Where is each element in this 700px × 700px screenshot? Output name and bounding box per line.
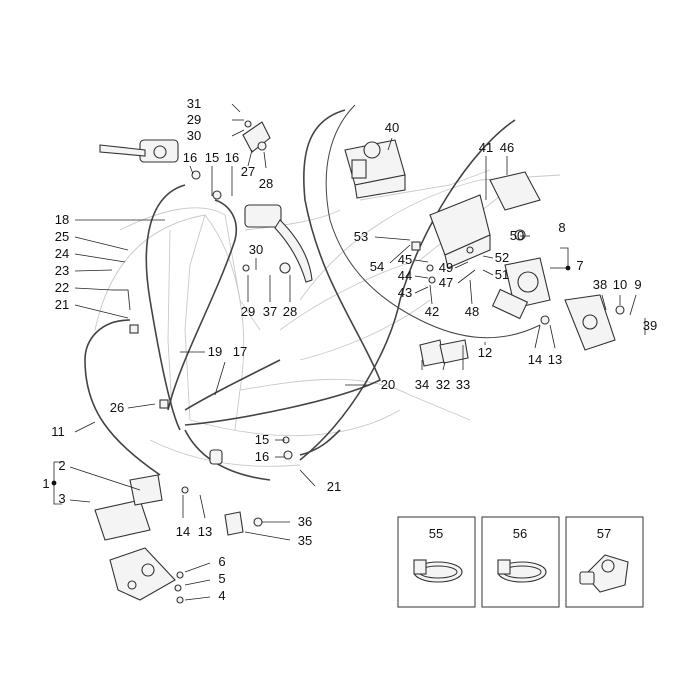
callout-number: 10	[613, 277, 627, 292]
callout-number: 3	[58, 491, 65, 506]
callout-number: 48	[465, 304, 479, 319]
inset-number-55: 55	[429, 526, 443, 541]
callout-number: 37	[263, 304, 277, 319]
small-fittings	[129, 170, 625, 604]
callout-number: 9	[634, 277, 641, 292]
callout-number: 43	[398, 285, 412, 300]
callout-number: 29	[241, 304, 255, 319]
callout-number: 41	[479, 140, 493, 155]
callout-number: 8	[558, 220, 565, 235]
callout-number: 33	[456, 377, 470, 392]
callout-number: 16	[255, 449, 269, 464]
front-brake-caliper	[94, 474, 176, 601]
callout-number: 24	[55, 246, 69, 261]
brake-master-cylinder-left	[99, 139, 179, 163]
abs-cover	[489, 171, 541, 211]
brake-master-cylinder-right	[244, 204, 313, 283]
callout-number: 13	[198, 524, 212, 539]
callout-number: 29	[187, 112, 201, 127]
hose-bracket-top	[242, 120, 271, 153]
callout-number: 21	[327, 479, 341, 494]
inset-box-56: 56	[481, 516, 560, 608]
hose-clip	[224, 511, 263, 536]
callout-number: 1	[42, 476, 49, 491]
callout-number: 38	[593, 277, 607, 292]
inset-box-57: 57	[565, 516, 644, 608]
hose-clamp-icon	[497, 559, 547, 583]
callout-number: 11	[51, 424, 65, 439]
callout-number: 34	[415, 377, 429, 392]
callout-number: 4	[218, 588, 225, 603]
callout-number: 44	[398, 268, 412, 283]
callout-number: 28	[283, 304, 297, 319]
callout-number: 14	[176, 524, 190, 539]
callout-number: 17	[233, 344, 247, 359]
callout-number: 16	[183, 150, 197, 165]
callout-number: 50	[510, 228, 524, 243]
callout-number: 53	[354, 229, 368, 244]
group-marker-dot	[565, 265, 571, 271]
abs-modulator-unit	[344, 139, 406, 199]
callout-number: 30	[249, 242, 263, 257]
callout-number: 5	[218, 571, 225, 586]
rear-sensor-bracket	[564, 294, 616, 351]
callout-number: 22	[55, 280, 69, 295]
abs-bracket	[429, 194, 491, 269]
callout-number: 23	[55, 263, 69, 278]
callout-number: 27	[241, 164, 255, 179]
callout-number: 28	[259, 176, 273, 191]
abs-control-assembly	[491, 257, 551, 320]
callout-number: 16	[225, 150, 239, 165]
inset-box-55: 55	[397, 516, 476, 608]
callout-number: 51	[495, 267, 509, 282]
pipe-union-icon	[579, 554, 629, 593]
callout-number: 39	[643, 318, 657, 333]
callout-number: 26	[110, 400, 124, 415]
callout-number: 14	[528, 352, 542, 367]
callout-number: 40	[385, 120, 399, 135]
callout-number: 32	[436, 377, 450, 392]
callout-number: 6	[218, 554, 225, 569]
callout-number: 13	[548, 352, 562, 367]
callout-number: 2	[58, 458, 65, 473]
callout-number: 25	[55, 229, 69, 244]
callout-number: 7	[576, 258, 583, 273]
callout-number: 36	[298, 514, 312, 529]
callout-number: 20	[381, 377, 395, 392]
callout-number: 54	[370, 259, 384, 274]
leader-lines	[53, 103, 646, 601]
callout-number: 21	[55, 297, 69, 312]
inset-number-57: 57	[597, 526, 611, 541]
clamp-assembly	[419, 339, 469, 367]
callout-number: 47	[439, 275, 453, 290]
callout-number: 31	[187, 96, 201, 111]
scooter-frame-outline	[94, 169, 561, 467]
brake-hoses	[84, 104, 541, 481]
callout-number: 42	[425, 304, 439, 319]
group-marker-dot	[51, 480, 57, 486]
callout-number: 15	[255, 432, 269, 447]
callout-number: 19	[208, 344, 222, 359]
callout-number: 18	[55, 212, 69, 227]
callout-number: 35	[298, 533, 312, 548]
callout-number: 46	[500, 140, 514, 155]
inset-number-56: 56	[513, 526, 527, 541]
callout-number: 52	[495, 250, 509, 265]
callout-number: 49	[439, 260, 453, 275]
callout-number: 30	[187, 128, 201, 143]
callout-number: 15	[205, 150, 219, 165]
callout-number: 12	[478, 345, 492, 360]
callout-number: 45	[398, 252, 412, 267]
hose-clamp-icon	[413, 559, 463, 583]
